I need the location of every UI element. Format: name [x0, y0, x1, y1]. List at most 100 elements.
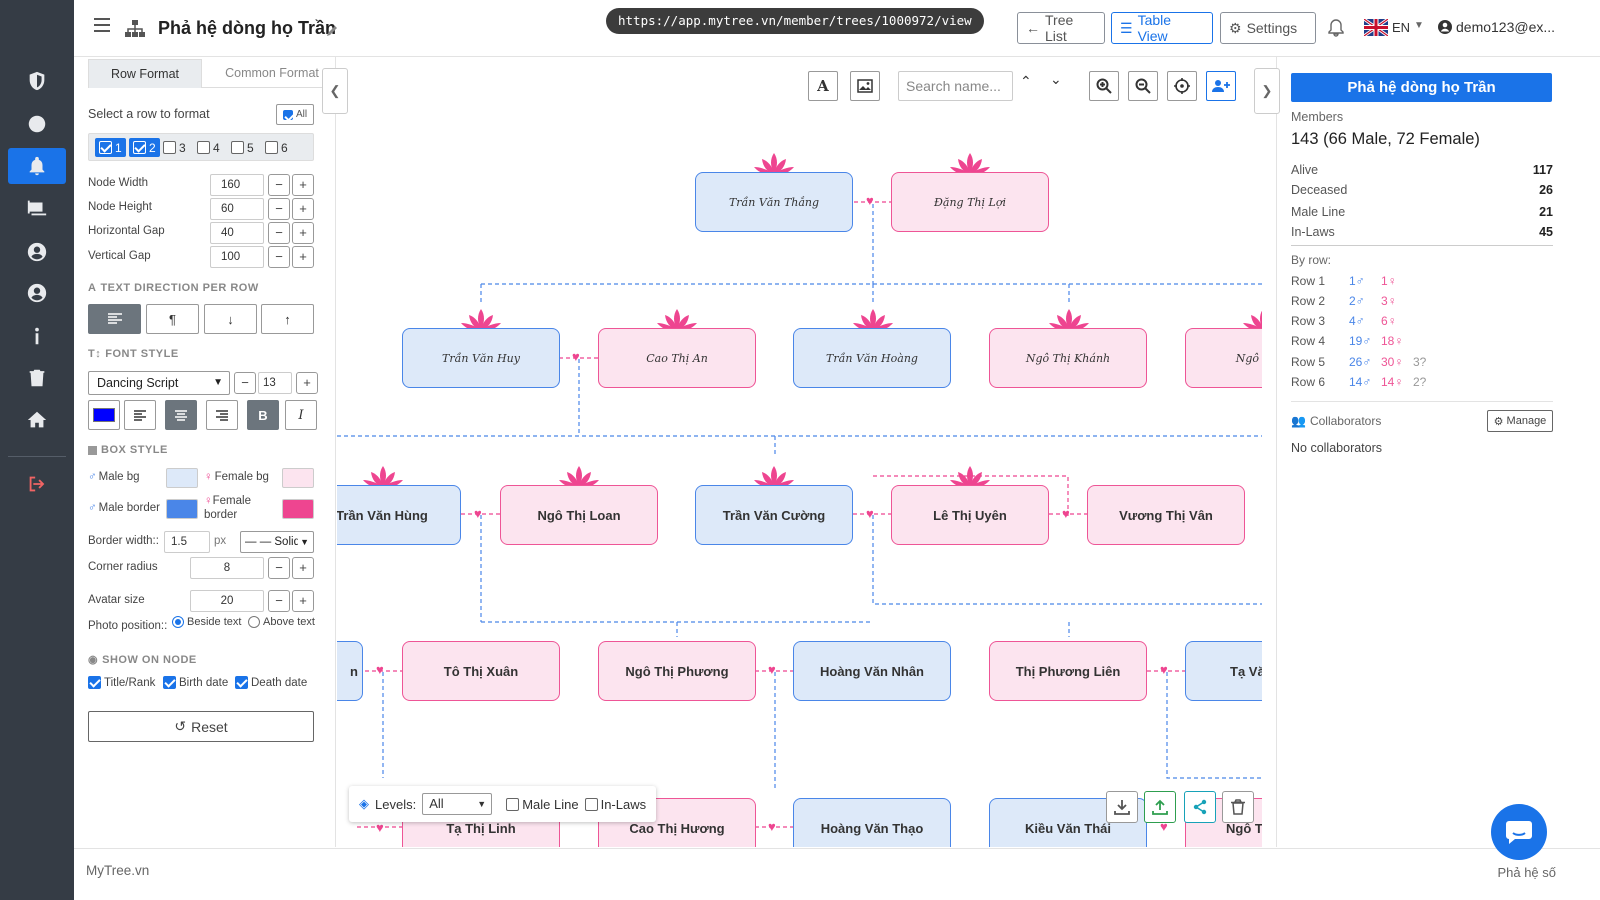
search-input[interactable]: Search name...	[898, 71, 1013, 101]
vgap-plus[interactable]: +	[292, 246, 314, 268]
photo-above-radio[interactable]: Above text	[248, 616, 315, 628]
delete-button[interactable]	[1222, 791, 1254, 823]
add-person-button[interactable]	[1206, 71, 1236, 101]
person-node-male[interactable]: Trần Văn Hùng	[337, 485, 461, 545]
row-checkbox-2[interactable]: 2	[129, 138, 160, 157]
node-height-minus[interactable]: −	[268, 198, 290, 220]
male-bg-swatch[interactable]	[166, 468, 198, 488]
node-height-plus[interactable]: +	[292, 198, 314, 220]
bell-icon[interactable]	[1328, 19, 1344, 37]
person-node-female[interactable]: Ngô Thị Phương	[598, 641, 756, 701]
show-title-checkbox[interactable]: Title/Rank	[88, 676, 155, 689]
font-size-input[interactable]: 13	[258, 372, 292, 394]
circle-icon[interactable]	[8, 106, 66, 142]
show-birth-checkbox[interactable]: Birth date	[163, 676, 228, 689]
person-node-male[interactable]: Hoàng Văn Thạo	[793, 798, 951, 847]
hgap-plus[interactable]: +	[292, 222, 314, 244]
dir-up-button[interactable]: ↑	[261, 304, 314, 334]
vgap-minus[interactable]: −	[268, 246, 290, 268]
female-border-swatch[interactable]	[282, 499, 314, 519]
align-center-button[interactable]	[165, 400, 197, 430]
corner-radius-plus[interactable]: +	[292, 557, 314, 579]
row-checkbox-5[interactable]: 5	[231, 138, 254, 157]
reset-button[interactable]: ↺Reset	[88, 711, 314, 742]
row-checkbox-1[interactable]: 1	[95, 138, 126, 157]
gallery-icon[interactable]	[8, 190, 66, 226]
collapse-right-button[interactable]: ❯	[1254, 68, 1280, 114]
chevron-down-icon[interactable]: ⌄	[1050, 71, 1062, 87]
node-width-minus[interactable]: −	[268, 174, 290, 196]
font-size-plus[interactable]: +	[296, 372, 318, 394]
caret-down-icon[interactable]: ▼	[1414, 20, 1424, 31]
align-left-button[interactable]	[124, 400, 156, 430]
settings-button[interactable]: ⚙Settings	[1220, 12, 1316, 44]
shield-icon[interactable]	[8, 63, 66, 99]
font-size-minus[interactable]: −	[234, 372, 256, 394]
levels-select[interactable]: All▼	[422, 793, 493, 815]
person-node-male[interactable]: n	[337, 641, 363, 701]
avatar-size-input[interactable]: 20	[190, 590, 264, 612]
tab-row-format[interactable]: Row Format	[88, 59, 202, 88]
person-node-male[interactable]: Trần Văn Huy	[402, 328, 560, 388]
tab-common-format[interactable]: Common Format	[225, 66, 319, 80]
hgap-minus[interactable]: −	[268, 222, 290, 244]
account-icon[interactable]	[8, 275, 66, 311]
avatar-size-plus[interactable]: +	[292, 590, 314, 612]
person-node-female[interactable]: Thị Phương Liên	[989, 641, 1147, 701]
person-node-male[interactable]: Hoàng Văn Nhân	[793, 641, 951, 701]
person-node-female[interactable]: Đặng Thị Lợi	[891, 172, 1049, 232]
dir-paragraph-button[interactable]: ¶	[146, 304, 199, 334]
manage-button[interactable]: ⚙Manage	[1487, 410, 1553, 432]
corner-radius-input[interactable]: 8	[190, 557, 264, 579]
row-checkbox-4[interactable]: 4	[197, 138, 220, 157]
hgap-input[interactable]: 40	[210, 222, 264, 244]
select-all-button[interactable]: All	[276, 104, 314, 125]
user-circle-icon[interactable]	[8, 234, 66, 270]
person-node-female[interactable]: Ngô Thị K	[1185, 328, 1262, 388]
tree-canvas[interactable]: Trần Văn Thắng Đặng Thị Lợi Trần Văn Huy…	[337, 57, 1262, 847]
uk-flag-icon[interactable]	[1364, 19, 1388, 36]
dir-left-button[interactable]	[88, 304, 141, 334]
node-width-plus[interactable]: +	[292, 174, 314, 196]
corner-radius-minus[interactable]: −	[268, 557, 290, 579]
male-line-checkbox[interactable]: Male Line	[506, 797, 579, 812]
person-node-male[interactable]: Tạ Văn	[1185, 641, 1262, 701]
person-node-male[interactable]: Trần Văn Hoàng	[793, 328, 951, 388]
photo-beside-radio[interactable]: Beside text	[172, 616, 241, 628]
chevron-up-icon[interactable]: ⌃	[1020, 73, 1032, 89]
download-button[interactable]	[1106, 791, 1138, 823]
hamburger-icon[interactable]	[94, 18, 110, 32]
collapse-left-button[interactable]: ❮	[322, 68, 348, 114]
person-node-female[interactable]: Vương Thị Vân	[1087, 485, 1245, 545]
share-button[interactable]	[1184, 791, 1216, 823]
chat-button[interactable]	[1491, 804, 1547, 860]
person-node-male[interactable]: Trần Văn Cường	[695, 485, 853, 545]
text-color-button[interactable]	[88, 400, 120, 430]
zoom-in-button[interactable]	[1089, 71, 1119, 101]
vgap-input[interactable]: 100	[210, 246, 264, 268]
home-icon[interactable]	[8, 402, 66, 438]
upload-button[interactable]	[1144, 791, 1176, 823]
image-tool-button[interactable]	[850, 71, 880, 101]
language-label[interactable]: EN	[1392, 20, 1411, 35]
male-border-swatch[interactable]	[166, 499, 198, 519]
person-node-female[interactable]: Cao Thị An	[598, 328, 756, 388]
tree-list-button[interactable]: ←Tree List	[1017, 12, 1105, 44]
logout-icon[interactable]	[8, 466, 66, 502]
bold-button[interactable]: B	[247, 400, 279, 430]
person-node-male[interactable]: Trần Văn Thắng	[695, 172, 853, 232]
info-icon[interactable]	[8, 318, 66, 354]
table-view-button[interactable]: ☰Table View	[1111, 12, 1213, 44]
italic-button[interactable]: I	[285, 400, 317, 430]
female-bg-swatch[interactable]	[282, 468, 314, 488]
dir-down-button[interactable]: ↓	[204, 304, 257, 334]
trash-icon[interactable]	[8, 360, 66, 396]
align-right-button[interactable]	[206, 400, 238, 430]
tree-icon[interactable]	[8, 148, 66, 184]
person-node-female[interactable]: Lê Thị Uyên	[891, 485, 1049, 545]
person-node-female[interactable]: Tô Thị Xuân	[402, 641, 560, 701]
row-checkbox-6[interactable]: 6	[265, 138, 288, 157]
in-laws-checkbox[interactable]: In-Laws	[584, 797, 646, 812]
border-style-select[interactable]: — — Solid▼	[240, 531, 314, 553]
show-death-checkbox[interactable]: Death date	[235, 676, 307, 689]
